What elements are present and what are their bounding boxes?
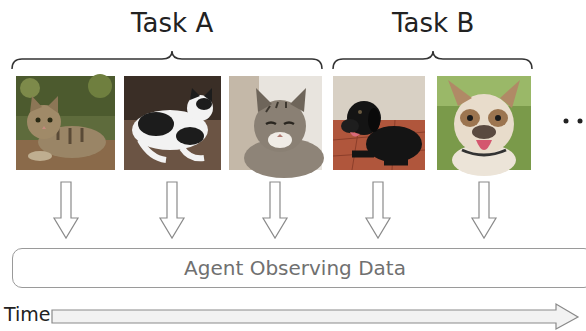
agent-box: Agent Observing Data [12, 248, 586, 288]
task-bracket [12, 51, 322, 69]
ellipsis-dot [564, 119, 569, 124]
ellipsis-dot [578, 119, 583, 124]
axis-label: Time [4, 303, 51, 325]
down-arrows [54, 182, 496, 238]
time-arrow [52, 304, 578, 329]
task-label: Task A [131, 8, 213, 38]
cat-photo [124, 76, 221, 170]
box-label: Agent Observing Data [184, 256, 422, 280]
dog-photo [437, 76, 531, 176]
cat-photo [16, 74, 115, 170]
task-bracket [333, 51, 532, 69]
dog-photo [333, 76, 425, 170]
task-label: Task B [392, 8, 474, 38]
cat-photo [229, 76, 324, 178]
